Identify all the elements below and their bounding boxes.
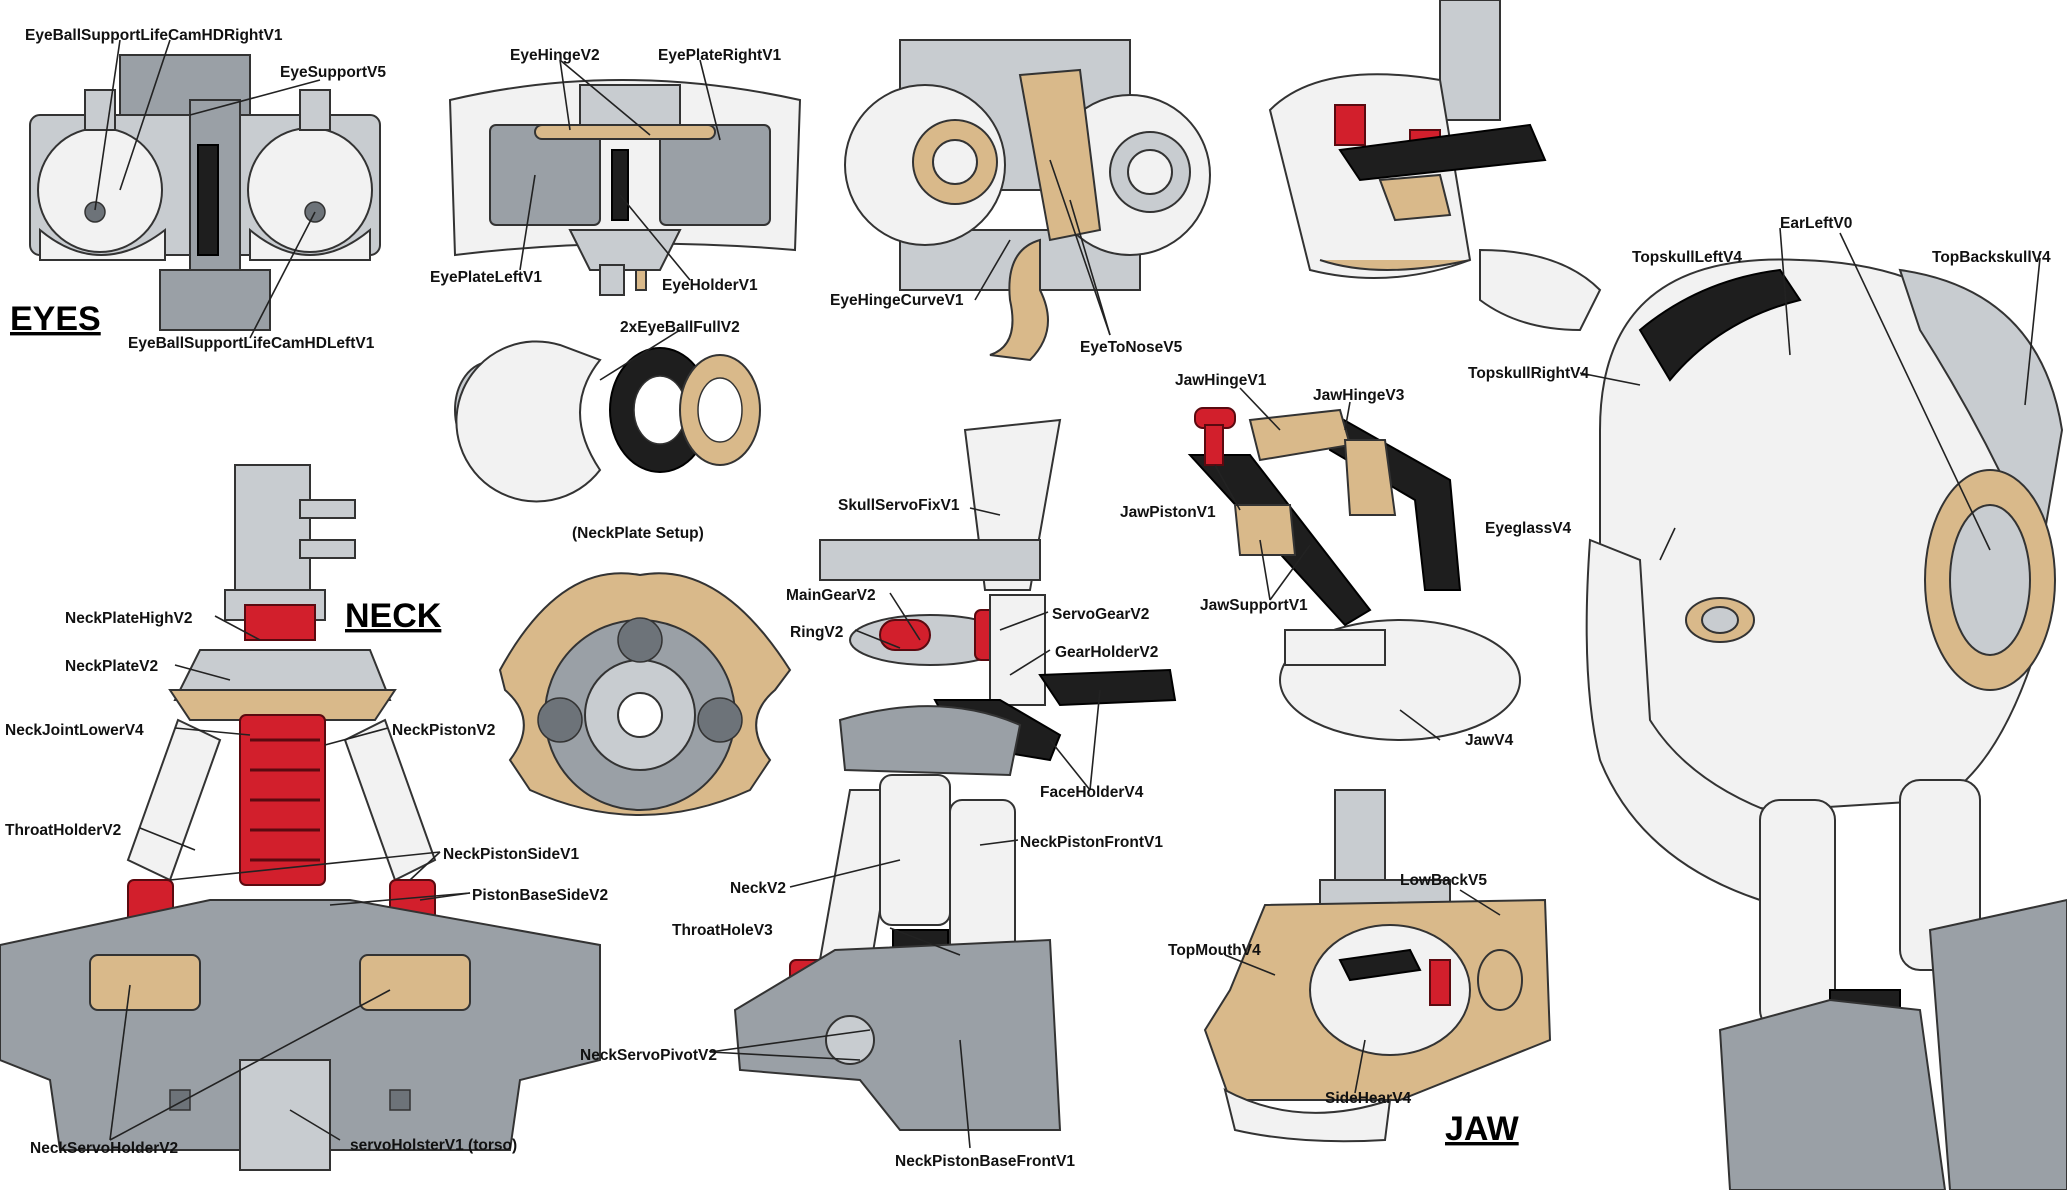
label-eye-to-nose: EyeToNoseV5 — [1080, 339, 1183, 356]
label-piston-base-side: PistonBaseSideV2 — [472, 887, 608, 904]
label-main-gear: MainGearV2 — [786, 587, 876, 604]
label-throat-hole: ThroatHoleV3 — [672, 922, 773, 939]
label-eyeglass: EyeglassV4 — [1485, 520, 1572, 537]
label-top-backskull: TopBackskullV4 — [1932, 249, 2051, 266]
label-topskull-right: TopskullRightV4 — [1468, 365, 1590, 382]
label-jaw-support: JawSupportV1 — [1200, 597, 1308, 614]
label-neck-servo-holder: NeckServoHolderV2 — [30, 1140, 178, 1157]
leader-lines — [94, 39, 2041, 1149]
jaw-mechanism-top-illustration — [1268, 0, 1602, 332]
label-neck-piston-base-front: NeckPistonBaseFrontV1 — [895, 1153, 1075, 1170]
label-neck-servo-pivot: NeckServoPivotV2 — [580, 1047, 717, 1064]
label-gear-holder: GearHolderV2 — [1055, 644, 1158, 661]
eye-support-assembly-illustration — [29, 54, 381, 331]
label-eye-plate-right: EyePlateRightV1 — [658, 47, 782, 64]
label-side-hear: SideHearV4 — [1325, 1090, 1412, 1107]
label-neck-joint-lower: NeckJointLowerV4 — [5, 722, 144, 739]
label-eye-ball-support-right: EyeBallSupportLifeCamHDRightV1 — [25, 27, 283, 44]
label-top-mouth: TopMouthV4 — [1168, 942, 1261, 959]
label-neck-piston-front: NeckPistonFrontV1 — [1020, 834, 1163, 851]
label-eye-holder: EyeHolderV1 — [662, 277, 758, 294]
label-neck: NeckV2 — [730, 880, 786, 897]
jaw-hinge-mechanism-illustration — [1187, 407, 1521, 741]
label-eye-hinge: EyeHingeV2 — [510, 47, 600, 64]
section-title-jaw: JAW — [1445, 1110, 1520, 1148]
eyeball-exploded-illustration — [454, 340, 761, 503]
label-neck-plate-setup: (NeckPlate Setup) — [572, 525, 704, 542]
label-skull-servo-fix: SkullServoFixV1 — [838, 497, 960, 514]
full-head-render-illustration — [1585, 258, 2067, 1190]
label-neck-piston-side: NeckPistonSideV1 — [443, 846, 579, 863]
label-jaw-piston: JawPistonV1 — [1120, 504, 1216, 521]
label-eye-ball-support-left: EyeBallSupportLifeCamHDLeftV1 — [128, 335, 375, 352]
jaw-assembly-illustration — [1203, 789, 1552, 1143]
label-ear-left: EarLeftV0 — [1780, 215, 1852, 232]
neck-plate-setup-illustration — [498, 572, 792, 816]
label-eye-hinge-curve: EyeHingeCurveV1 — [830, 292, 964, 309]
eye-module-front-illustration — [844, 39, 1211, 362]
label-jaw: JawV4 — [1465, 732, 1514, 749]
label-face-holder: FaceHolderV4 — [1040, 784, 1144, 801]
label-neck-piston: NeckPistonV2 — [392, 722, 495, 739]
label-throat-holder: ThroatHolderV2 — [5, 822, 121, 839]
label-jaw-hinge-1: JawHingeV1 — [1175, 372, 1267, 389]
label-topskull-left: TopskullLeftV4 — [1632, 249, 1742, 266]
label-neck-plate-high: NeckPlateHighV2 — [65, 610, 193, 627]
neck-front-assembly-illustration — [733, 418, 1177, 1131]
eye-plates-assembly-illustration — [448, 79, 802, 296]
label-eye-support: EyeSupportV5 — [280, 64, 386, 81]
label-ring: RingV2 — [790, 624, 843, 641]
label-neck-plate: NeckPlateV2 — [65, 658, 158, 675]
label-low-back: LowBackV5 — [1400, 872, 1487, 889]
part-labels: EyeBallSupportLifeCamHDRightV1 EyeSuppor… — [5, 27, 2051, 1170]
neck-assembly-illustration — [0, 464, 601, 1171]
label-eye-plate-left: EyePlateLeftV1 — [430, 269, 542, 286]
label-eye-ball-full: 2xEyeBallFullV2 — [620, 319, 740, 336]
section-title-eyes: EYES — [10, 300, 101, 338]
label-servo-holster: servoHolsterV1 (torso) — [350, 1137, 517, 1154]
label-servo-gear: ServoGearV2 — [1052, 606, 1149, 623]
label-jaw-hinge-3: JawHingeV3 — [1313, 387, 1405, 404]
section-title-neck: NECK — [345, 597, 442, 635]
